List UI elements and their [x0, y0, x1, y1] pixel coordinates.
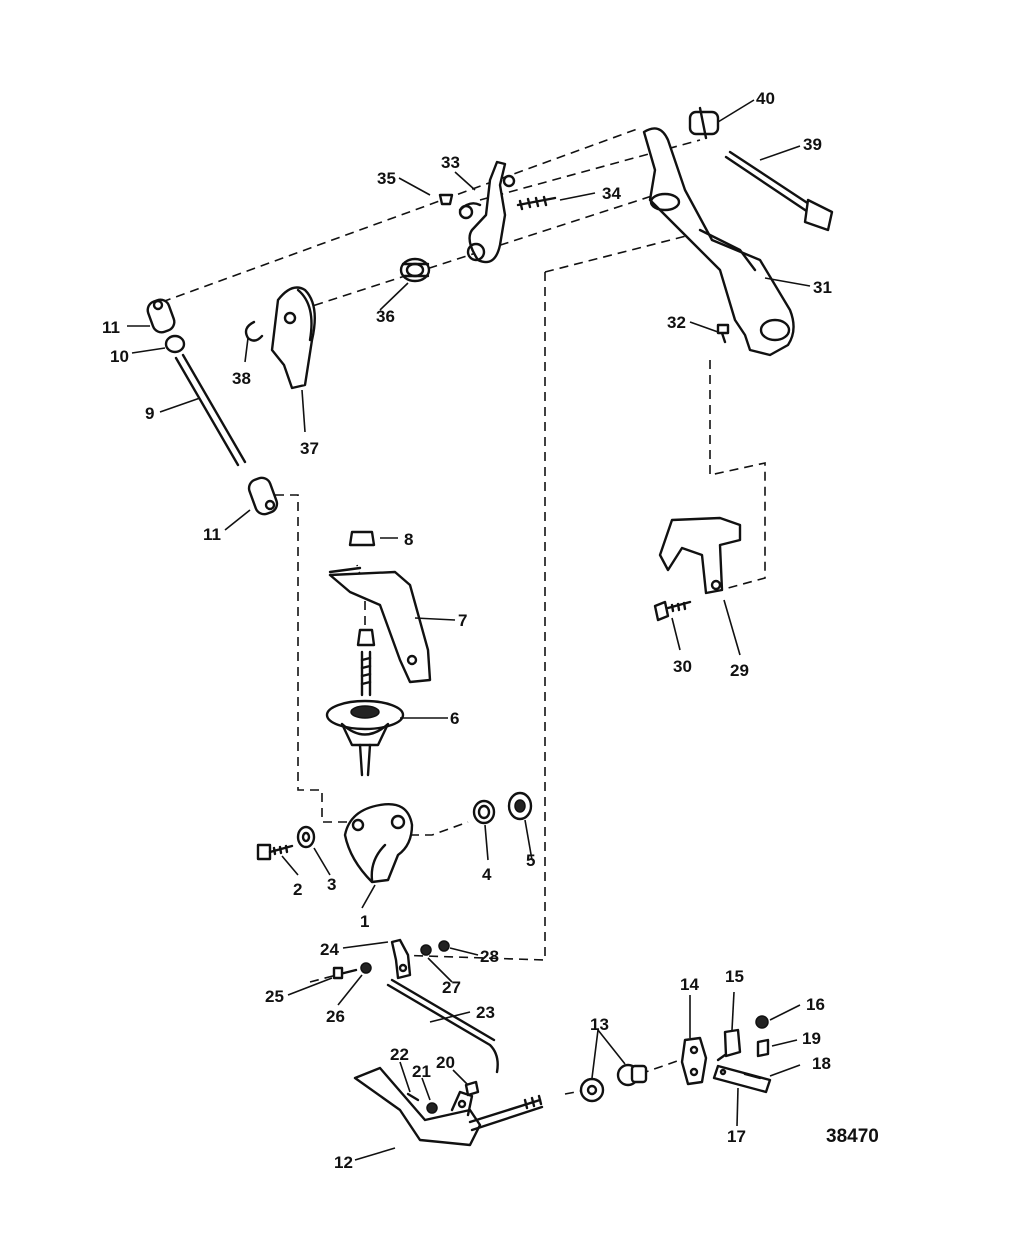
part-39-link-rod: [724, 150, 834, 232]
callout-37: 37: [300, 439, 319, 458]
callout-15: 15: [725, 967, 744, 986]
callout-9: 9: [145, 404, 154, 423]
part-4-washer: [472, 799, 496, 825]
callout-labels: 1 2 3 4 5 6 7 8 9 10 11 11 12 13 14 15 1…: [102, 89, 832, 1172]
callout-27: 27: [442, 978, 461, 997]
callout-14: 14: [680, 975, 699, 994]
callout-35: 35: [377, 169, 396, 188]
callout-25: 25: [265, 987, 284, 1006]
callout-7: 7: [458, 611, 467, 630]
part-40-fitting: [688, 106, 720, 140]
callout-13: 13: [590, 1015, 609, 1034]
callout-19: 19: [802, 1029, 821, 1048]
part-27-washer: [420, 944, 432, 956]
callout-5: 5: [526, 851, 535, 870]
part-9-rod: [174, 353, 247, 467]
part-34-pin: [516, 195, 557, 211]
callout-3: 3: [327, 875, 336, 894]
part-1-cam: [343, 803, 414, 884]
part-30-screw: [653, 600, 692, 622]
callout-20: 20: [436, 1053, 455, 1072]
part-15-clip: [716, 1028, 742, 1062]
part-29-plate: [658, 516, 742, 595]
part-16-nut: [755, 1015, 769, 1029]
callout-6: 6: [450, 709, 459, 728]
part-13-bushing-b: [616, 1063, 648, 1087]
callout-11-lower: 11: [203, 525, 221, 544]
part-38-clip: [244, 320, 264, 342]
callout-12: 12: [334, 1153, 353, 1172]
part-35-screw: [438, 193, 454, 206]
callout-36: 36: [376, 307, 395, 326]
part-13-bushing-a: [579, 1077, 605, 1103]
part-11-rod-end-lower: [247, 476, 279, 516]
callout-4: 4: [482, 865, 492, 884]
part-37-cam-arm: [270, 286, 316, 390]
callout-34: 34: [602, 184, 621, 203]
part-8-nut: [348, 530, 376, 547]
figure-number: 38470: [826, 1126, 879, 1147]
callout-22: 22: [390, 1045, 409, 1064]
part-25-screw: [332, 966, 358, 980]
callout-10: 10: [110, 347, 129, 366]
callout-17: 17: [727, 1127, 746, 1146]
part-20-nut: [464, 1080, 480, 1097]
callout-30: 30: [673, 657, 692, 676]
callout-38: 38: [232, 369, 251, 388]
callout-39: 39: [803, 135, 822, 154]
part-7-bracket: [328, 566, 432, 684]
part-21-washer: [426, 1102, 438, 1114]
part-22-screw: [406, 1092, 420, 1102]
part-14-block: [680, 1036, 708, 1086]
part-11-rod-end-upper: [146, 298, 176, 334]
part-26-nut: [360, 962, 372, 974]
callout-23: 23: [476, 1003, 495, 1022]
part-18-slot: [743, 1072, 762, 1080]
callout-16: 16: [806, 995, 825, 1014]
callout-28: 28: [480, 947, 499, 966]
part-10-nut: [164, 334, 186, 354]
callout-32: 32: [667, 313, 686, 332]
callout-24: 24: [320, 940, 339, 959]
callout-1: 1: [360, 912, 369, 931]
part-32-screw: [716, 323, 730, 344]
part-33-lever: [458, 160, 516, 264]
callout-33: 33: [441, 153, 460, 172]
part-17-plate: [712, 1064, 772, 1094]
callout-26: 26: [326, 1007, 345, 1026]
part-23-link-rod: [386, 978, 499, 1074]
part-12-lever: [353, 1066, 544, 1147]
callout-18: 18: [812, 1054, 831, 1073]
part-24-lever: [390, 938, 412, 980]
callout-2: 2: [293, 880, 302, 899]
callout-40: 40: [756, 89, 775, 108]
callout-21: 21: [412, 1062, 431, 1081]
callout-8: 8: [404, 530, 413, 549]
part-6-diaphragm: [325, 628, 405, 777]
leader-lines: [127, 99, 811, 1161]
part-5-nut: [507, 791, 533, 821]
part-3-washer: [296, 825, 316, 849]
part-36-spring: [399, 257, 431, 283]
callout-11-upper: 11: [102, 318, 120, 337]
part-19-screw: [756, 1038, 770, 1058]
part-28-nut: [438, 940, 450, 952]
callout-31: 31: [813, 278, 832, 297]
part-31-bracket: [642, 127, 795, 357]
callout-29: 29: [730, 661, 749, 680]
part-2-screw: [256, 843, 294, 861]
